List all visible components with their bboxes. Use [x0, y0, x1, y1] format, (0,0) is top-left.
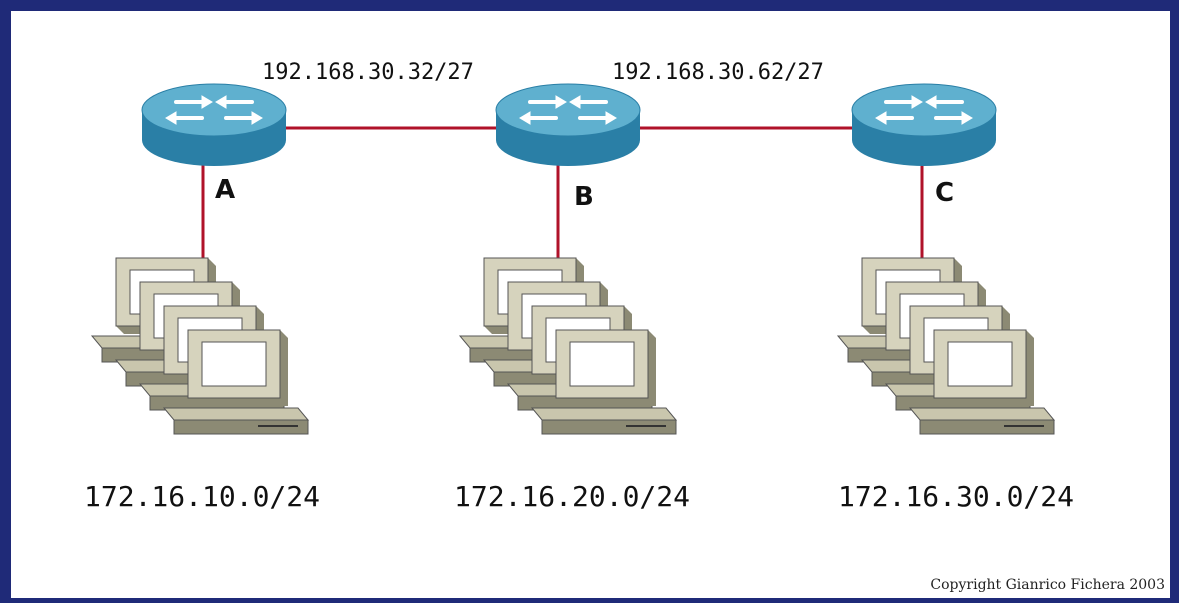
router-label-c: C	[935, 178, 955, 208]
link-label-a-b: 192.168.30.32/27	[262, 60, 474, 85]
link-label-b-c: 192.168.30.62/27	[612, 60, 824, 85]
lan-c-computers-icon	[838, 258, 1054, 434]
router-label-a: A	[215, 175, 236, 205]
router-b-icon	[494, 82, 642, 168]
copyright-text: Copyright Gianrico Fichera 2003	[930, 577, 1165, 593]
lan-b-computers-icon	[460, 258, 676, 434]
network-label-c: 172.16.30.0/24	[838, 480, 1075, 513]
router-a-icon	[140, 82, 288, 168]
network-label-b: 172.16.20.0/24	[454, 480, 691, 513]
network-label-a: 172.16.10.0/24	[84, 480, 321, 513]
router-c-icon	[850, 82, 998, 168]
router-label-b: B	[574, 182, 594, 212]
lan-a-computers-icon	[92, 258, 308, 434]
